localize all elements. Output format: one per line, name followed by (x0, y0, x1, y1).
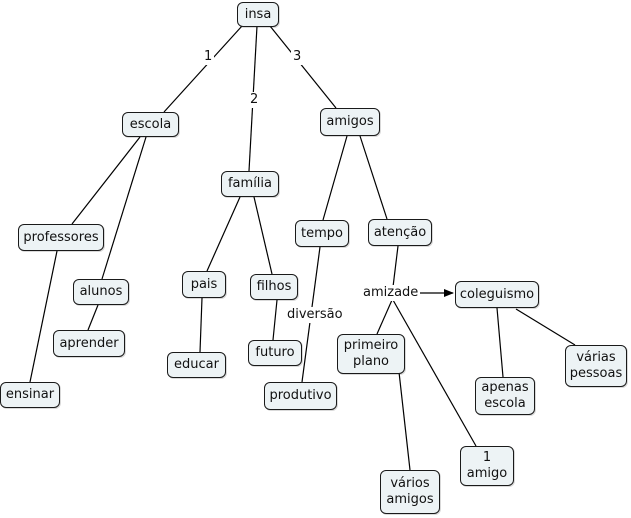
link-amizade-primeiro-plano (376, 299, 393, 335)
link-filhos-futuro (272, 299, 278, 341)
concept-educar[interactable]: educar (167, 352, 226, 378)
link-escola-professores (71, 136, 141, 225)
link-coleguismo-apenas-escola (496, 307, 504, 378)
concept-familia[interactable]: família (221, 171, 279, 197)
link-escola-alunos (101, 136, 147, 280)
concept-apenas-escola[interactable]: apenas escola (475, 377, 535, 415)
concept-tempo[interactable]: tempo (295, 220, 349, 247)
link-pais-educar (199, 297, 203, 353)
concept-filhos[interactable]: filhos (250, 274, 298, 300)
concept-ensinar[interactable]: ensinar (0, 382, 60, 408)
link-coleguismo-varias-pessoas (515, 308, 576, 346)
concept-atencao[interactable]: atenção (368, 219, 432, 246)
link-professores-ensinar (29, 250, 58, 383)
link-insa-escola (163, 25, 243, 113)
concept-primeiro-plano[interactable]: primeiro plano (337, 334, 405, 374)
concept-varios-amigos[interactable]: vários amigos (380, 470, 440, 514)
link-familia-filhos (253, 196, 273, 275)
concept-coleguismo[interactable]: coleguismo (455, 281, 539, 308)
concept-futuro[interactable]: futuro (248, 340, 302, 366)
link-amigos-tempo (322, 135, 348, 221)
link-amizade-um-amigo (392, 299, 477, 447)
concept-pais[interactable]: pais (182, 271, 226, 298)
concept-varias-pessoas[interactable]: várias pessoas (565, 345, 627, 387)
link-insa-amigos (269, 25, 337, 109)
concept-aprender[interactable]: aprender (53, 330, 125, 357)
link-label-1: 1 (202, 49, 215, 65)
concept-insa[interactable]: insa (237, 2, 279, 27)
link-atencao-amizade (392, 245, 399, 288)
link-label-amizade: amizade (361, 285, 421, 301)
concept-um-amigo[interactable]: 1 amigo (460, 446, 514, 486)
link-alunos-aprender (87, 304, 99, 331)
concept-professores[interactable]: professores (18, 224, 104, 251)
concept-amigos[interactable]: amigos (320, 108, 380, 136)
link-label-3: 3 (291, 49, 304, 65)
link-amigos-atencao (359, 135, 388, 220)
link-label-2: 2 (248, 92, 261, 108)
concept-produtivo[interactable]: produtivo (264, 382, 337, 410)
concept-alunos[interactable]: alunos (73, 279, 129, 305)
link-familia-pais (206, 196, 241, 272)
concept-escola[interactable]: escola (122, 112, 179, 137)
link-label-diversao: diversão (285, 307, 345, 323)
link-primeiro-plano-varios-amigos (398, 371, 411, 471)
